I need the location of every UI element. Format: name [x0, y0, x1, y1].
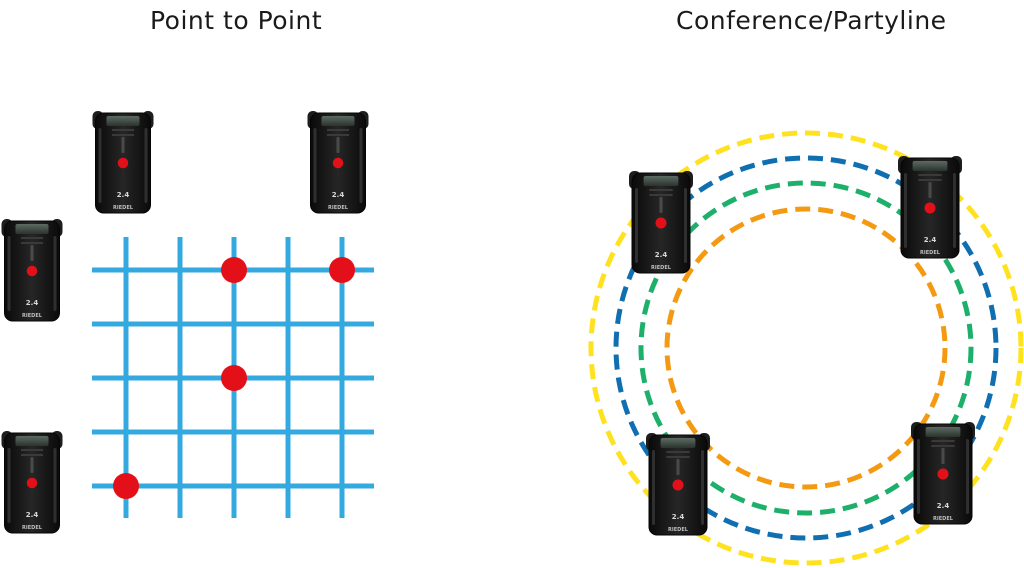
device-band-label: 2.4	[26, 299, 39, 307]
ring-inner-orange	[664, 206, 948, 490]
device-button-icon	[26, 477, 38, 489]
device-button-icon	[937, 468, 949, 480]
crosspoint-dot-3	[221, 365, 247, 391]
device-brand-label: RIEDEL	[920, 250, 941, 256]
conference-partyline-title: Conference/Partyline	[676, 6, 947, 35]
crosspoint-dot-4	[113, 473, 139, 499]
crosspoint-dot-2	[329, 257, 355, 283]
device-brand-label: RIEDEL	[328, 205, 349, 211]
device-band-label: 2.4	[26, 511, 39, 519]
ring-outer-yellow	[588, 130, 1024, 566]
device-brand-label: RIEDEL	[22, 525, 43, 531]
device-button-icon	[672, 479, 684, 491]
device-band-label: 2.4	[332, 191, 345, 199]
device-band-label: 2.4	[937, 502, 950, 510]
device-button-icon	[924, 202, 936, 214]
ring-green	[638, 180, 974, 516]
device-button-icon	[332, 157, 344, 169]
device-band-label: 2.4	[117, 191, 130, 199]
device-band-label: 2.4	[655, 251, 668, 259]
device-button-icon	[655, 217, 667, 229]
crosspoint-dots	[113, 257, 355, 499]
crosspoint-dot-1	[221, 257, 247, 283]
partyline-rings	[588, 130, 1024, 566]
point-to-point-title: Point to Point	[150, 6, 323, 35]
device-button-icon	[26, 265, 38, 277]
device-button-icon	[117, 157, 129, 169]
device-band-label: 2.4	[924, 236, 937, 244]
device-brand-label: RIEDEL	[668, 527, 689, 533]
device-brand-label: RIEDEL	[651, 265, 672, 271]
device-brand-label: RIEDEL	[933, 516, 954, 522]
device-band-label: 2.4	[672, 513, 685, 521]
device-brand-label: RIEDEL	[113, 205, 134, 211]
ring-blue	[613, 155, 999, 541]
device-brand-label: RIEDEL	[22, 313, 43, 319]
beltpack-devices: 2.4RIEDEL2.4RIEDEL2.4RIEDEL2.4RIEDEL2.4R…	[1, 111, 975, 536]
